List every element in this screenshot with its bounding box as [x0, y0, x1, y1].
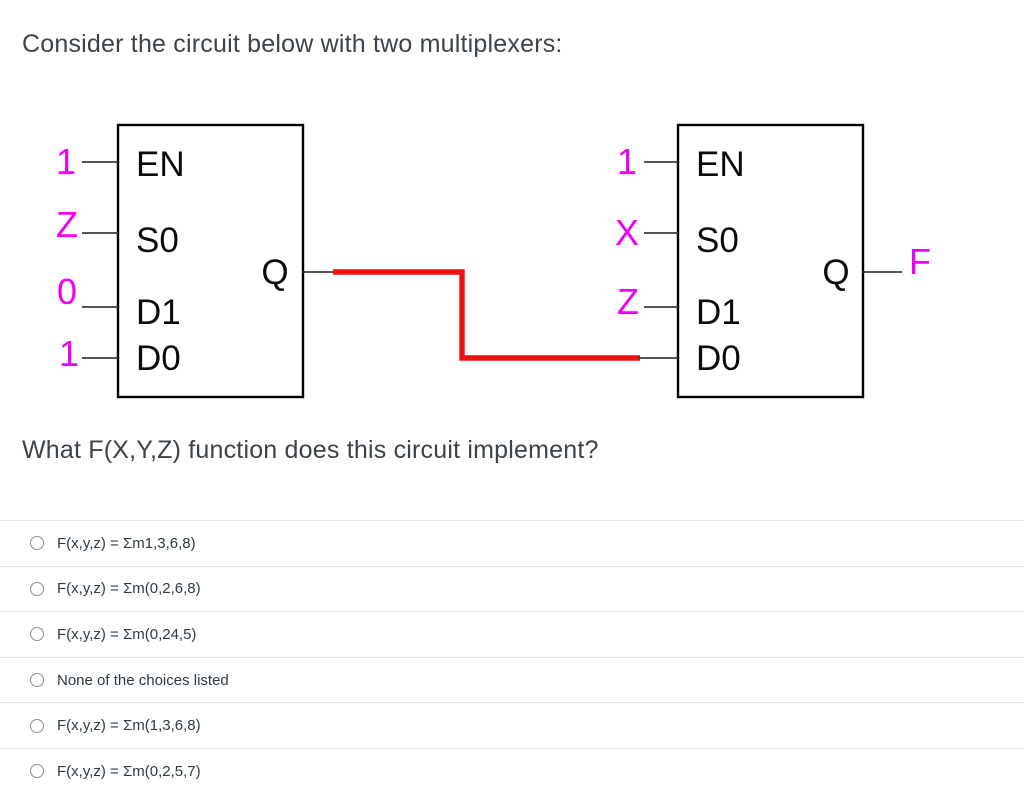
- answer-option-label[interactable]: F(x,y,z) = Σm(0,2,5,7): [57, 762, 201, 780]
- radio-button[interactable]: [30, 673, 44, 688]
- answer-option[interactable]: F(x,y,z) = Σm(1,3,6,8): [0, 702, 1024, 748]
- answer-option[interactable]: None of the choices listed: [0, 656, 1024, 703]
- answer-option[interactable]: F(x,y,z) = Σm(0,2,6,8): [0, 565, 1024, 612]
- mux2-box: [676, 123, 865, 399]
- answer-option-label[interactable]: F(x,y,z) = Σm(1,3,6,8): [57, 717, 201, 735]
- radio-button[interactable]: [30, 764, 44, 779]
- mux2-q-label: Q: [822, 253, 849, 292]
- mux2-s0-label: S0: [696, 221, 739, 260]
- radio-button[interactable]: [30, 536, 44, 551]
- mux2-d1-value: Z: [617, 281, 639, 322]
- circuit-diagram: 1 Z 0 1 EN S0 D1 D0 Q 1 X Z EN S0 D1 D0 …: [56, 123, 931, 399]
- answer-option-label[interactable]: F(x,y,z) = Σm(0,2,6,8): [57, 580, 201, 598]
- mux2-en-label: EN: [696, 145, 745, 184]
- answer-options-list: F(x,y,z) = Σm1,3,6,8) F(x,y,z) = Σm(0,2,…: [0, 520, 1024, 794]
- mux2-d1-label: D1: [696, 293, 741, 332]
- mux2-en-value: 1: [617, 141, 637, 182]
- mux1-en-label: EN: [136, 145, 185, 184]
- mux2-d0-label: D0: [696, 339, 741, 378]
- radio-button[interactable]: [30, 627, 44, 642]
- mux1-en-value: 1: [56, 141, 76, 182]
- mux2-s0-value: X: [615, 212, 639, 253]
- mux1-q-label: Q: [261, 253, 288, 292]
- mux1-s0-value: Z: [56, 204, 78, 245]
- answer-option-label[interactable]: F(x,y,z) = Σm(0,24,5): [57, 625, 197, 643]
- mux1-box: [116, 123, 305, 399]
- radio-button[interactable]: [30, 581, 44, 596]
- mux1-d1-label: D1: [136, 293, 181, 332]
- answer-option[interactable]: F(x,y,z) = Σm(0,2,5,7): [0, 747, 1024, 794]
- mux1-d0-label: D0: [136, 339, 181, 378]
- mux1-d1-value: 0: [57, 271, 77, 312]
- mux1-to-mux2-wire: [333, 269, 640, 361]
- page-title: Consider the circuit below with two mult…: [22, 30, 563, 58]
- radio-button[interactable]: [30, 718, 44, 733]
- mux1-s0-label: S0: [136, 221, 179, 260]
- answer-option[interactable]: F(x,y,z) = Σm1,3,6,8): [0, 520, 1024, 566]
- mux1-d0-value: 1: [59, 333, 79, 374]
- question-text: What F(X,Y,Z) function does this circuit…: [22, 436, 599, 464]
- answer-option-label[interactable]: F(x,y,z) = Σm1,3,6,8): [57, 534, 196, 552]
- answer-option-label[interactable]: None of the choices listed: [57, 671, 229, 689]
- output-f-label: F: [909, 241, 931, 282]
- answer-option[interactable]: F(x,y,z) = Σm(0,24,5): [0, 611, 1024, 657]
